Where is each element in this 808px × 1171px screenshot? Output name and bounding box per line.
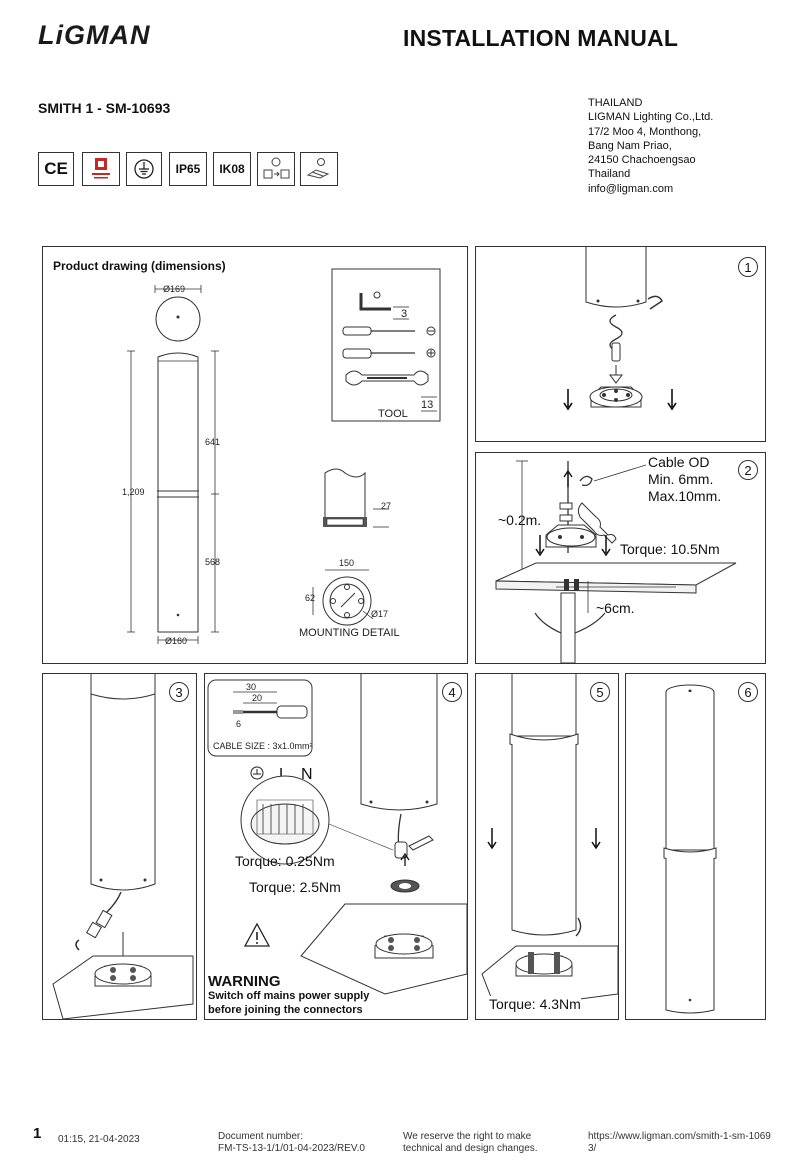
footer-url[interactable]: https://www.ligman.com/smith-1-sm-1069 3…	[588, 1131, 771, 1155]
company-address: THAILAND LIGMAN Lighting Co.,Ltd. 17/2 M…	[588, 96, 713, 196]
luminaire-symbol-icon	[300, 152, 338, 186]
cable-min-label: Min. 6mm.	[648, 471, 713, 487]
torque-step2-label: Torque: 10.5Nm	[620, 541, 720, 557]
bolt-length-label: ~6cm.	[596, 600, 635, 616]
step-5-panel: 5 Torque: 4.3Nm	[475, 673, 619, 1020]
step-6-illustration	[663, 684, 717, 1014]
allen-size-label: 3	[401, 308, 407, 320]
step-2-illustration: Cable OD Min. 6mm. Max.10mm. ~0.2m. Torq…	[495, 454, 737, 663]
warning-line-1: Switch off mains power supply	[208, 990, 370, 1002]
strip-6-label: 6	[236, 719, 241, 729]
address-line: 17/2 Moo 4, Monthong,	[588, 125, 702, 138]
warning-line-2: before joining the connectors	[208, 1004, 363, 1016]
step-number: 3	[169, 682, 189, 702]
torque-gland-label: Torque: 2.5Nm	[249, 879, 341, 895]
address-line: Thailand	[588, 168, 631, 181]
doc-number-value: FM-TS-13-1/1/01-04-2023/REV.0	[218, 1143, 365, 1154]
address-line: THAILAND	[588, 97, 643, 109]
lower-height-label: 568	[205, 557, 220, 567]
dimension-drawing: Ø169 1,209 641 568 Ø160 3	[122, 268, 441, 646]
step-5-illustration	[481, 674, 618, 1011]
plate-width-label: 150	[339, 558, 354, 568]
live-label: L	[279, 766, 288, 783]
strip-30-label: 30	[246, 682, 256, 692]
earth-ground-icon	[126, 152, 162, 186]
cable-max-label: Max.10mm.	[648, 488, 721, 504]
cable-od-label: Cable OD	[648, 454, 709, 470]
page-number: 1	[33, 1125, 42, 1142]
address-line: info@ligman.com	[588, 182, 674, 195]
upper-height-label: 641	[205, 437, 220, 447]
strip-20-label: 20	[252, 693, 262, 703]
ce-mark-icon: CE	[38, 152, 74, 186]
step-6-panel: 6	[625, 673, 766, 1020]
document-title: INSTALLATION MANUAL	[403, 25, 679, 51]
ligman-logo: LiGMAN	[38, 20, 151, 50]
neutral-label: N	[301, 766, 313, 783]
bottom-diameter-label: Ø160	[165, 636, 187, 646]
step-1-illustration	[563, 247, 677, 411]
ik08-badge: IK08	[213, 152, 251, 186]
step-4-panel: 4 30 20 6 CABLE SIZE : 3x1.0mm² L N Torq…	[204, 673, 468, 1020]
step-3-illustration	[52, 674, 194, 1019]
address-line: Bang Nam Priao,	[588, 139, 672, 152]
panel-title: Product drawing (dimensions)	[53, 259, 226, 273]
disclaimer-line: We reserve the right to make	[403, 1131, 532, 1142]
step-number: 1	[738, 257, 758, 277]
warning-title: WARNING	[208, 973, 281, 990]
step-number: 2	[738, 460, 758, 480]
driver-symbol-icon	[257, 152, 295, 186]
address-line: LIGMAN Lighting Co.,Ltd.	[588, 111, 714, 124]
product-model: SMITH 1 - SM-10693	[38, 100, 171, 116]
wrench-size-label: 13	[421, 399, 433, 411]
cable-size-label: CABLE SIZE : 3x1.0mm²	[213, 741, 313, 751]
torque-connector-label: Torque: 0.25Nm	[235, 853, 335, 869]
quality-seal-icon	[82, 152, 120, 186]
plate-height-label: 62	[305, 593, 315, 603]
footer-disclaimer: We reserve the right to make technical a…	[403, 1131, 538, 1155]
url-line[interactable]: https://www.ligman.com/smith-1-sm-1069	[588, 1131, 771, 1142]
tool-label: TOOL	[378, 408, 408, 420]
step-number: 6	[738, 682, 758, 702]
step-2-panel: 2 Cable OD Min. 6mm. Max.10mm. ~0.2m. To…	[475, 452, 766, 664]
product-drawing-panel: Product drawing (dimensions) Ø169 1,209 …	[42, 246, 468, 664]
total-height-label: 1,209	[122, 487, 145, 497]
address-line: 24150 Chachoengsao	[588, 154, 696, 167]
torque-step5-label: Torque: 4.3Nm	[489, 996, 581, 1012]
step-number: 4	[442, 682, 462, 702]
hole-diameter-label: Ø17	[371, 609, 388, 619]
disclaimer-line: technical and design changes.	[403, 1143, 538, 1154]
ip65-badge: IP65	[169, 152, 207, 186]
step-1-panel: 1	[475, 246, 766, 442]
top-diameter-label: Ø169	[163, 284, 185, 294]
url-line[interactable]: 3/	[588, 1143, 597, 1154]
step-4-illustration: 30 20 6 CABLE SIZE : 3x1.0mm² L N Torque…	[207, 674, 467, 995]
step-number: 5	[590, 682, 610, 702]
footer-timestamp: 01:15, 21-04-2023	[58, 1134, 140, 1145]
footer-document-number: Document number: FM-TS-13-1/1/01-04-2023…	[218, 1131, 365, 1155]
doc-number-label: Document number:	[218, 1131, 304, 1142]
cable-length-label: ~0.2m.	[498, 512, 541, 528]
step-3-panel: 3	[42, 673, 197, 1020]
mounting-detail-label: MOUNTING DETAIL	[299, 627, 400, 639]
base-height-label: 27	[381, 501, 391, 511]
